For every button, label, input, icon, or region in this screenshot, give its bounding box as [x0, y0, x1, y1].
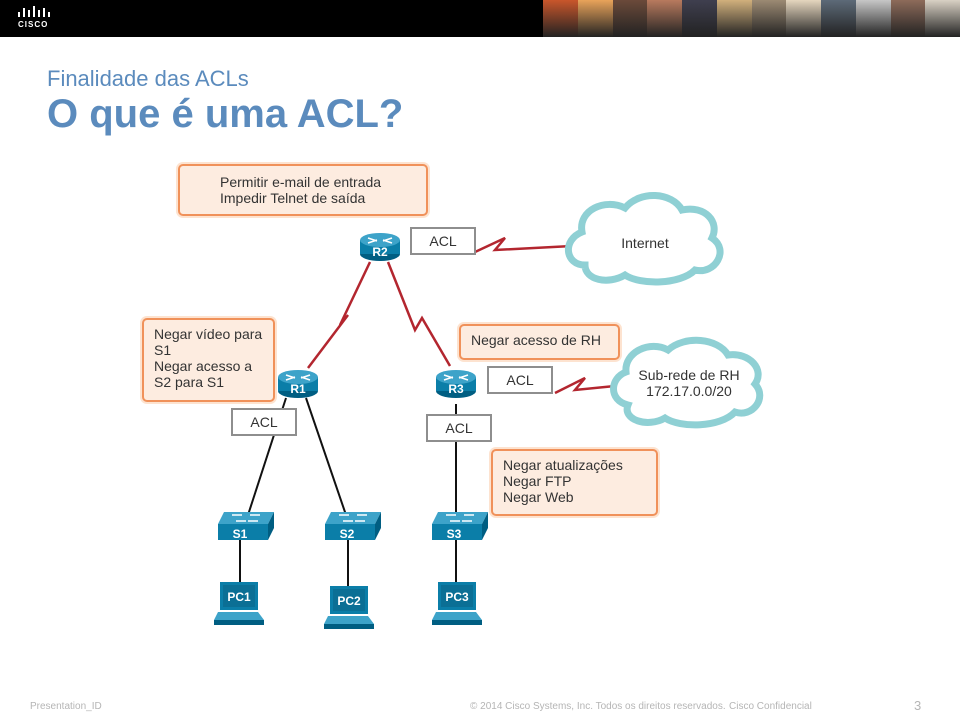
pc3-icon: PC3	[432, 582, 482, 625]
serial-link-r3-subnet	[554, 376, 616, 395]
logo-text: CISCO	[18, 20, 49, 29]
switch-s2-icon: S2	[325, 512, 381, 541]
switch-s2-label: S2	[340, 527, 355, 541]
acl-label-r1: ACL	[231, 408, 297, 436]
switch-s1-label: S1	[233, 527, 248, 541]
switch-s1-icon: S1	[218, 512, 274, 541]
router-r1-label: R1	[290, 382, 306, 396]
slide-title: O que é uma ACL?	[47, 92, 404, 136]
header-photo-tile	[682, 0, 717, 37]
acl-label-r2: ACL	[410, 227, 476, 255]
header-photo-strip	[543, 0, 960, 37]
pc3-label: PC3	[445, 590, 469, 604]
header-photo-tile	[925, 0, 960, 37]
footer-confidential: Cisco Confidencial	[729, 701, 812, 712]
serial-link-r2-r3	[386, 261, 452, 367]
serial-link-r2-internet	[474, 236, 573, 254]
footer-presentation-id: Presentation_ID	[30, 701, 102, 712]
router-r2-label: R2	[372, 245, 388, 259]
serial-link-r2-r1	[307, 261, 372, 369]
internet-label: Internet	[621, 235, 669, 251]
subnet-cloud-icon: Sub-rede de RH 172.17.0.0/20	[610, 336, 764, 429]
slide-number: 3	[914, 698, 922, 713]
router-r3-label: R3	[448, 382, 464, 396]
acl-label-r3-wan: ACL	[487, 366, 553, 394]
internet-cloud-icon: Internet	[564, 192, 724, 286]
footer-copyright: © 2014 Cisco Systems, Inc. Todos os dire…	[470, 701, 726, 712]
callout-s3-policy: Negar atualizações Negar FTP Negar Web	[491, 449, 658, 516]
header-photo-tile	[577, 0, 613, 37]
switch-s3-label: S3	[447, 527, 462, 541]
header-photo-tile	[612, 0, 648, 37]
header-photo-tile	[855, 0, 891, 37]
pc1-icon: PC1	[214, 582, 264, 625]
subnet-label-line2: 172.17.0.0/20	[646, 383, 732, 399]
header-photo-tile	[821, 0, 856, 37]
header-photo-tile	[716, 0, 752, 37]
cisco-logo-icon	[18, 6, 50, 17]
callout-r3-policy: Negar acesso de RH	[459, 324, 620, 360]
callout-r2-policy: Permitir e-mail de entrada Impedir Telne…	[178, 164, 428, 216]
router-r3-icon: R3	[436, 370, 476, 398]
router-r2-icon: R2	[360, 233, 400, 261]
acl-label-r3-lan: ACL	[426, 414, 492, 442]
header-photo-tile	[543, 0, 578, 37]
header-photo-tile	[751, 0, 787, 37]
slide-subtitle: Finalidade das ACLs	[47, 66, 249, 91]
pc2-label: PC2	[337, 594, 361, 608]
callout-r1-policy: Negar vídeo para S1 Negar acesso a S2 pa…	[142, 318, 275, 402]
router-r1-icon: R1	[278, 370, 318, 398]
header-bar: CISCO	[0, 0, 960, 37]
subnet-label-line1: Sub-rede de RH	[638, 367, 739, 383]
pc2-icon: PC2	[324, 586, 374, 629]
header-photo-tile	[786, 0, 821, 37]
link-r1-s2	[305, 397, 347, 516]
pc1-label: PC1	[227, 590, 251, 604]
header-photo-tile	[647, 0, 682, 37]
header-photo-tile	[890, 0, 926, 37]
switch-s3-icon: S3	[432, 512, 488, 541]
